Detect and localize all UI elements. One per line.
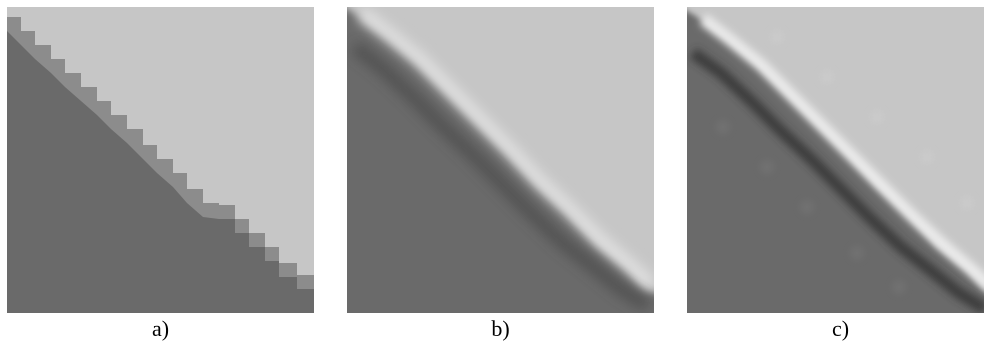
panel-caption-b: b)	[491, 316, 510, 341]
image-panel-a	[7, 7, 314, 313]
sharpened-edge-image	[687, 7, 984, 313]
smoothed-edge-image	[347, 7, 654, 313]
panel-caption-a: a)	[151, 316, 170, 341]
panel-caption-c: c)	[831, 316, 850, 341]
image-panel-b	[347, 7, 654, 313]
image-panel-c	[687, 7, 984, 313]
aliased-edge-image	[7, 7, 314, 313]
